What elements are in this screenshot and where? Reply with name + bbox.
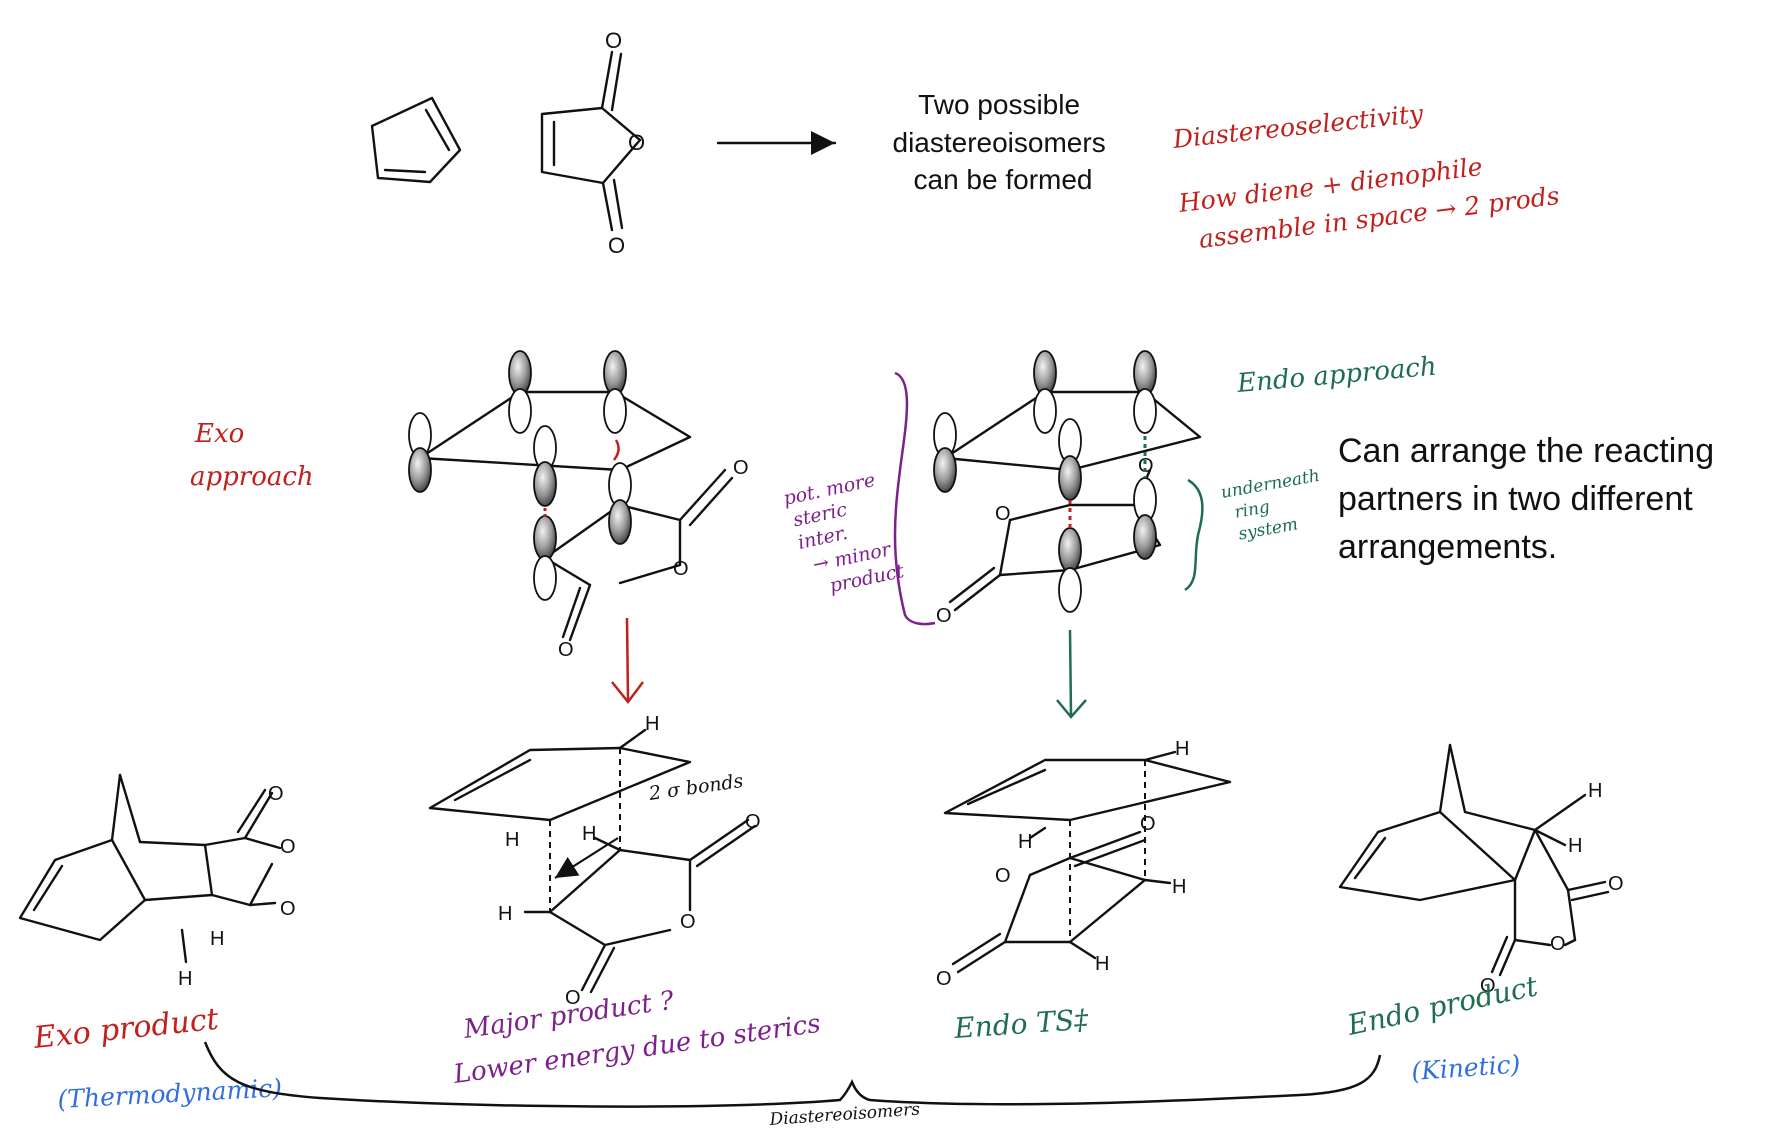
orbital-lobe [1133, 514, 1157, 560]
atom-o: O [558, 639, 574, 661]
note-diastereoselectivity: Diastereoselectivity [1171, 99, 1426, 154]
atom-o: O [745, 811, 761, 833]
note-steric: pot. more steric inter. → minor product [781, 467, 906, 603]
orbital-lobe [408, 447, 432, 493]
endo-ts-diene [933, 350, 1202, 501]
label-kinetic: (Kinetic) [1410, 1049, 1521, 1086]
atom-h: H [1018, 831, 1032, 853]
atom-o: O [1140, 813, 1156, 835]
label-endo-product: Endo product [1344, 969, 1542, 1042]
atom-h: H [1588, 780, 1602, 802]
atom-o: O [1480, 975, 1496, 997]
orbital-lobe [533, 461, 557, 507]
orbital-lobe [608, 499, 632, 545]
orbital-lobe [508, 388, 532, 434]
note-endo-approach: Endo approach [1235, 352, 1438, 399]
label-endo-ts: Endo TS‡ [952, 1003, 1090, 1045]
endo-ts-dienophile: O O O [936, 436, 1162, 627]
atom-o: O [268, 783, 284, 805]
atom-h: H [210, 928, 224, 950]
atom-o: O [936, 968, 952, 990]
atom-h: H [498, 903, 512, 925]
orbital-lobe [533, 515, 557, 561]
atom-h: H [1172, 876, 1186, 898]
atom-o: O [1608, 873, 1624, 895]
label-thermodynamic: (Thermodynamic) [57, 1073, 283, 1114]
atom-o: O [995, 503, 1011, 525]
atom-h: H [582, 823, 596, 845]
note-underneath: underneath ring system [1219, 465, 1334, 546]
atom-h: H [1095, 953, 1109, 975]
atom-o: O [1138, 455, 1154, 477]
exo-ts-3d-structure: H H H H O O O [428, 713, 761, 1009]
atom-o: O [1550, 933, 1566, 955]
orbital-lobe [533, 555, 557, 601]
atom-o-bottom: O [608, 233, 625, 258]
atom-o: O [733, 457, 749, 479]
atom-h: H [1568, 835, 1582, 857]
exo-product-structure: O O O H H [18, 773, 296, 990]
atom-h: H [1175, 738, 1189, 760]
endo-product-structure: H H O O O [1338, 743, 1624, 997]
orbital-lobe [1058, 455, 1082, 501]
endo-arrow [1056, 629, 1087, 719]
exo-ts-diene [408, 350, 692, 507]
outcome-line-2: diastereoisomers [893, 127, 1106, 158]
orbital-lobe [1058, 527, 1082, 573]
exo-ts-dienophile: O O O [533, 439, 749, 661]
atom-o: O [565, 987, 581, 1009]
atom-o: O [673, 558, 689, 580]
outcome-line-1: Two possible [918, 89, 1080, 120]
exo-arrow [611, 617, 644, 705]
atom-h: H [505, 829, 519, 851]
atom-o-top: O [605, 28, 622, 53]
label-exo-product: Exo product [31, 1002, 221, 1056]
atom-o: O [680, 911, 696, 933]
underneath-brace [1184, 478, 1204, 592]
diastereoisomer-brace [203, 1041, 1382, 1108]
atom-h: H [645, 713, 659, 735]
orbital-lobe [1033, 388, 1057, 434]
atom-o: O [936, 605, 952, 627]
note-two-sigma-bonds: 2 σ bonds [647, 770, 745, 805]
steric-brace [893, 371, 936, 626]
side-explanation: Can arrange the reacting partners in two… [1338, 432, 1724, 566]
outcome-text: Two possible diastereoisomers can be for… [893, 89, 1114, 195]
atom-o: O [280, 836, 296, 858]
note-exo-approach: Exo approach [190, 419, 314, 492]
orbital-lobe [1133, 388, 1157, 434]
outcome-line-3: can be formed [914, 164, 1093, 195]
atom-o: O [280, 898, 296, 920]
orbital-lobe [603, 388, 627, 434]
atom-o-ring: O [628, 130, 645, 155]
atom-h: H [178, 968, 192, 990]
orbital-lobe [1058, 567, 1082, 613]
atom-o: O [995, 865, 1011, 887]
orbital-lobe [933, 447, 957, 493]
endo-ts-3d-structure: H H O O H H O [936, 738, 1232, 990]
cyclopentadiene-structure [370, 96, 462, 184]
maleic-anhydride-structure: O O O [540, 28, 645, 258]
